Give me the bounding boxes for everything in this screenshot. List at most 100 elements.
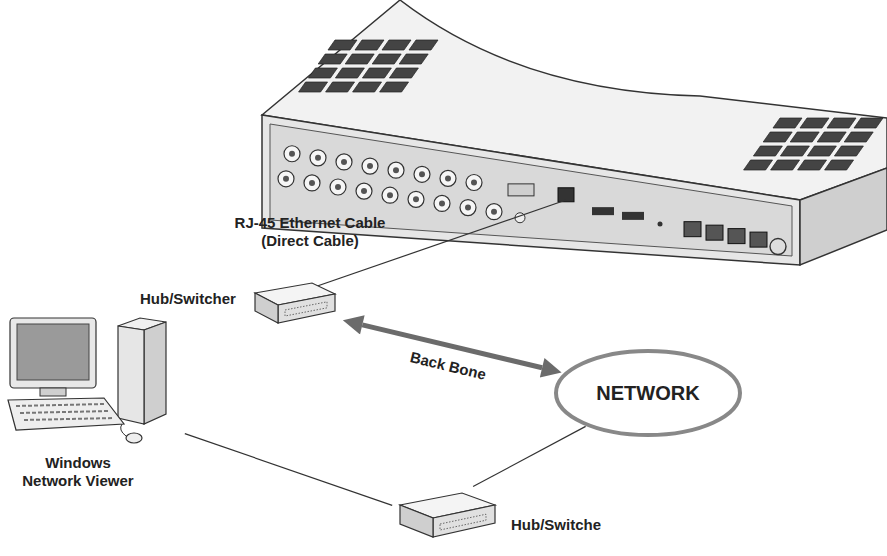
key-row (20, 411, 109, 413)
hub-vents (285, 302, 327, 316)
bnc-connector (310, 150, 326, 166)
hub-side (400, 505, 433, 537)
bnc-pin (465, 205, 471, 211)
vent-slot (800, 118, 829, 128)
bnc-connector (408, 191, 424, 207)
mouse-cord (121, 424, 126, 436)
hub-switch-node: Hub/Switche (395, 488, 615, 546)
rj45-port (558, 188, 574, 202)
hub-side (255, 293, 278, 323)
vent-slot (355, 40, 384, 50)
bnc-pin (341, 159, 347, 165)
lan-port (684, 222, 701, 237)
vent-slot (382, 40, 411, 50)
bnc-pin (387, 192, 393, 198)
vent-slot (744, 160, 773, 170)
vent-slot (790, 132, 819, 142)
hub-top (400, 493, 495, 518)
bnc-connector (284, 146, 300, 162)
bnc-connector (440, 170, 456, 186)
vent-slot (335, 68, 364, 78)
tower-side (144, 322, 166, 424)
vent-slot (318, 54, 347, 64)
hub-top (255, 283, 335, 305)
cable-label: RJ-45 Ethernet Cable (Direct Cable) (222, 214, 398, 250)
vent-slot (771, 160, 800, 170)
vent-slot (844, 132, 873, 142)
bnc-connector (460, 200, 476, 216)
bnc-pin (283, 176, 289, 182)
vent-slot (380, 82, 409, 92)
vent-grills (299, 40, 883, 170)
indicator (658, 221, 663, 226)
recorder-top (262, 0, 887, 200)
keyboard (8, 398, 124, 430)
bnc-pin (309, 180, 315, 186)
bnc-pin (367, 163, 373, 169)
key-row (16, 404, 104, 406)
audio-jack (515, 213, 525, 223)
vent-slot (854, 118, 883, 128)
bnc-pin (419, 171, 425, 177)
hub-switch-node: Hub/Switcher (138, 278, 338, 332)
vent-slot (308, 68, 337, 78)
bnc-connector (362, 158, 378, 174)
bnc-pin (413, 196, 419, 202)
bnc-pin (471, 179, 477, 185)
lan-port (750, 232, 767, 247)
vent-slot (399, 54, 428, 64)
node-label: Hub/Switche (511, 516, 615, 534)
hub-front (278, 294, 335, 323)
bnc-pin (335, 184, 341, 190)
vent-slot (825, 160, 854, 170)
vent-slot (780, 146, 809, 156)
lan-port (706, 225, 723, 240)
vent-slot (798, 160, 827, 170)
recorder-side (800, 168, 887, 265)
monitor-stand (40, 388, 66, 396)
vent-slot (834, 146, 863, 156)
power-button (770, 239, 786, 255)
bnc-connector (356, 183, 372, 199)
network-link (473, 426, 586, 486)
usb-port (622, 212, 644, 220)
vent-block (299, 40, 438, 92)
tower-top (118, 318, 166, 330)
bnc-pin (445, 175, 451, 181)
bnc-pin (289, 151, 295, 157)
vent-slot (807, 146, 836, 156)
lan-port (728, 229, 745, 244)
vent-slot (389, 68, 418, 78)
vent-block (744, 118, 883, 170)
bnc-connector (388, 162, 404, 178)
network-cloud: NETWORK (553, 348, 743, 438)
bnc-connector (466, 174, 482, 190)
edge-label: Back Bone (408, 348, 488, 383)
bnc-pin (393, 167, 399, 173)
node-label: Hub/Switcher (140, 290, 252, 308)
viewer-pc-node: Windows Network Viewer (0, 318, 182, 500)
vent-slot (299, 82, 328, 92)
node-label: Windows Network Viewer (17, 454, 139, 490)
vent-slot (827, 118, 856, 128)
bnc-connector (486, 204, 502, 220)
mouse (126, 433, 142, 443)
key-row (24, 418, 114, 420)
bnc-connector (382, 187, 398, 203)
vent-slot (763, 132, 792, 142)
bnc-connector (304, 175, 320, 191)
vent-slot (353, 82, 382, 92)
hub-front (433, 505, 495, 537)
hub-vents (440, 514, 486, 530)
vent-slot (345, 54, 374, 64)
node-label: NETWORK (553, 381, 743, 405)
bnc-pin (439, 200, 445, 206)
serial-port (508, 184, 534, 196)
vent-slot (328, 40, 357, 50)
vent-slot (409, 40, 438, 50)
vent-slot (362, 68, 391, 78)
monitor-bezel (10, 318, 96, 388)
bnc-pin (315, 155, 321, 161)
hub-vent (285, 302, 327, 316)
